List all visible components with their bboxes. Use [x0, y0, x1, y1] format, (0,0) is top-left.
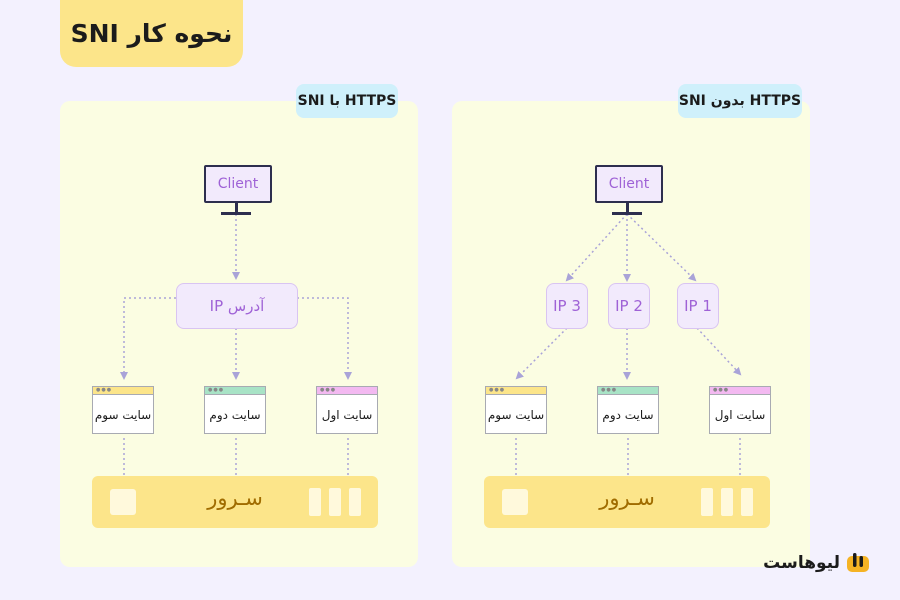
ip-bubble-1: IP 1 — [677, 283, 719, 329]
brand-name: لیوهاست — [763, 553, 840, 573]
browser-bar-icon: ●●● — [710, 387, 770, 395]
brand-logo: لیوهاست — [763, 552, 870, 574]
browser-bar-icon: ●●● — [598, 387, 658, 395]
ip-label: IP 1 — [684, 297, 712, 315]
site-label: سایت دوم — [602, 408, 654, 422]
site-window-first-r: ●●● سایت اول — [709, 386, 771, 434]
server-slot-icon — [329, 488, 341, 516]
client-label: Client — [608, 176, 650, 192]
site-window-third-r: ●●● سایت سوم — [485, 386, 547, 434]
site-label: سایت سوم — [94, 408, 152, 422]
browser-bar-icon: ●●● — [317, 387, 377, 395]
server-label: سـرور — [599, 486, 655, 510]
site-label: سایت اول — [714, 408, 766, 422]
browser-bar-icon: ●●● — [486, 387, 546, 395]
ip-bubble-2: IP 2 — [608, 283, 650, 329]
ip-bubble-3: IP 3 — [546, 283, 588, 329]
title-badge: نحوه کار SNI — [60, 0, 243, 67]
server-slot-icon — [349, 488, 361, 516]
connector-client-to-ip3 — [565, 213, 628, 282]
server-square-icon — [502, 489, 528, 515]
connector-ip1-to-site-first — [696, 327, 742, 376]
monitor-icon: Client — [595, 165, 663, 203]
tag-https-without-sni: HTTPS بدون SNI — [678, 84, 802, 118]
server-slot-icon — [741, 488, 753, 516]
ip-label: IP 3 — [553, 297, 581, 315]
site-label: سایت اول — [321, 408, 373, 422]
server-slot-icon — [701, 488, 713, 516]
ip-address-bubble: آدرس IP — [176, 283, 298, 329]
server-left: سـرور — [92, 476, 378, 528]
connector-ip-to-site-third — [120, 297, 176, 380]
connector-ip-to-site-first — [297, 297, 352, 380]
browser-bar-icon: ●●● — [93, 387, 153, 395]
client-label: Client — [217, 176, 259, 192]
server-slot-icon — [309, 488, 321, 516]
site-label: سایت سوم — [487, 408, 545, 422]
site-window-second: ●●● سایت دوم — [204, 386, 266, 434]
ip-address-label: آدرس IP — [209, 297, 265, 315]
site-window-first: ●●● سایت اول — [316, 386, 378, 434]
liohost-logo-icon — [847, 553, 869, 572]
site-window-second-r: ●●● سایت دوم — [597, 386, 659, 434]
server-slot-icon — [721, 488, 733, 516]
tag-https-with-sni: HTTPS با SNI — [296, 84, 398, 118]
connector-ip3-to-site-third — [515, 327, 568, 380]
server-right: سـرور — [484, 476, 770, 528]
ip-label: IP 2 — [615, 297, 643, 315]
site-label: سایت دوم — [209, 408, 261, 422]
page-title: نحوه کار SNI — [70, 19, 233, 48]
server-label: سـرور — [207, 486, 263, 510]
server-square-icon — [110, 489, 136, 515]
monitor-icon: Client — [204, 165, 272, 203]
connector-client-to-ip1 — [626, 213, 697, 282]
client-computer-right: Client — [595, 165, 663, 215]
site-window-third: ●●● سایت سوم — [92, 386, 154, 434]
browser-bar-icon: ●●● — [205, 387, 265, 395]
client-computer-left: Client — [204, 165, 272, 215]
